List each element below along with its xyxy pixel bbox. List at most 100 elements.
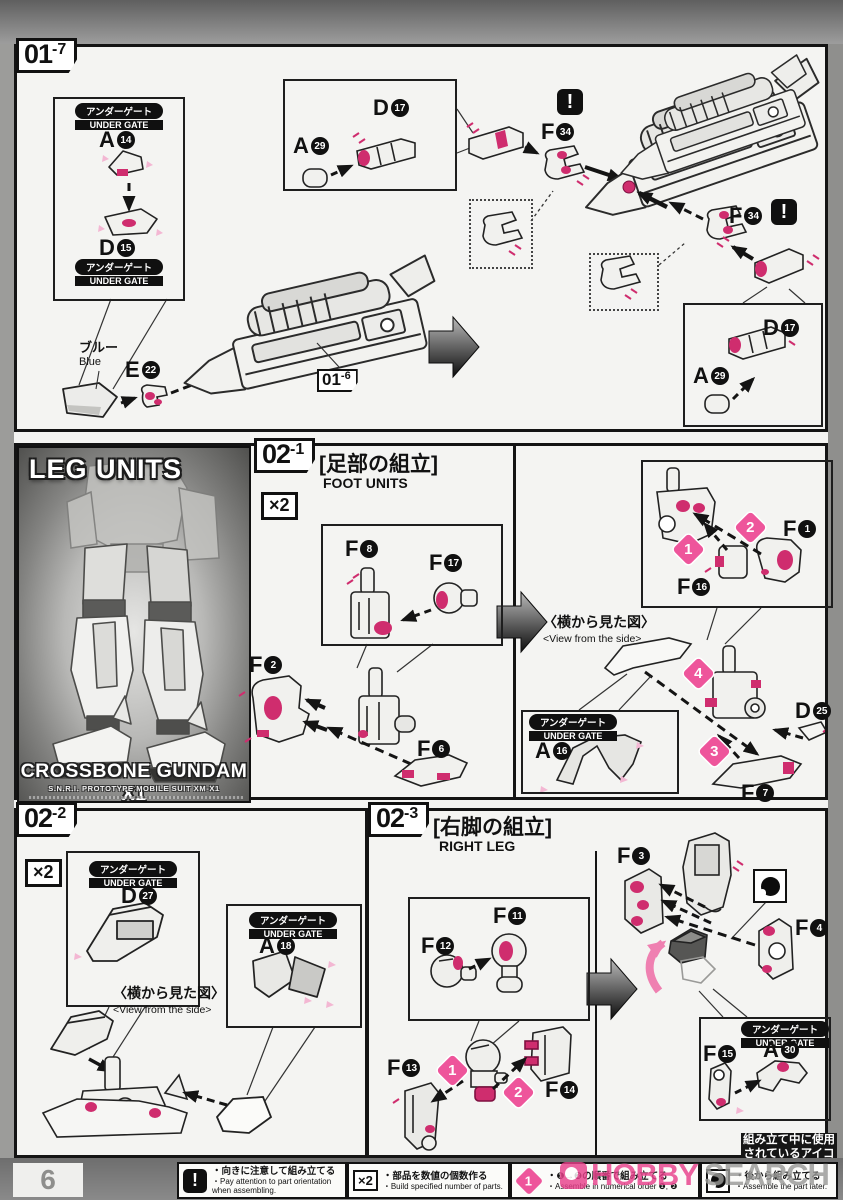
- undergate-label-en: UNDER GATE: [529, 731, 617, 741]
- part-letter: A: [763, 1037, 779, 1062]
- part-callout-f2: F 2: [249, 652, 283, 678]
- part-number: 34: [744, 207, 763, 225]
- undergate-badge: アンダーゲート UNDER GATE: [75, 103, 163, 130]
- part-letter: A: [693, 363, 709, 388]
- part-callout-e22: E 22: [125, 357, 160, 383]
- undergate-label-jp: アンダーゲート: [529, 714, 617, 730]
- legend-text-jp: ・❶→❷の順番で組み立てる: [547, 1170, 668, 1182]
- kit-subtitle: S.N.R.I. PROTOTYPE MOBILE SUIT XM-X1: [48, 784, 220, 793]
- part-callout-d17: D 17: [373, 95, 409, 121]
- part-number: 17: [780, 319, 799, 337]
- callout-box-d27: [66, 851, 200, 1007]
- detail-dotted-box: [469, 199, 533, 269]
- part-letter: E: [125, 357, 140, 382]
- part-letter: D: [121, 883, 137, 908]
- assembly-order-1: 1: [436, 1054, 469, 1087]
- part-callout-d15: D 15: [99, 235, 135, 261]
- legend-text-jp: ・向きに注意して組み立てる: [212, 1166, 336, 1177]
- undergate-label-en: UNDER GATE: [89, 878, 177, 888]
- order-number: 1: [448, 1062, 457, 1079]
- step-label-sub: -3: [404, 805, 419, 822]
- part-letter: F: [703, 1041, 717, 1066]
- part-callout-d25: D 25: [795, 698, 831, 724]
- part-letter: F: [417, 736, 431, 761]
- order-number: 4: [694, 665, 703, 682]
- panel-title: LEG UNITS: [29, 454, 183, 484]
- part-callout-a16: A 16: [535, 738, 571, 764]
- leg-photo: [19, 448, 249, 801]
- step-label-sub: -1: [290, 441, 305, 458]
- callout-box-f8-f17: [321, 524, 503, 646]
- section-step-01-7: アンダーゲート UNDER GATE A 14 D 15 アンダーゲート UND…: [14, 44, 828, 432]
- legend-text-en: when assembling.: [212, 1186, 277, 1195]
- part-callout-f34: F 34: [729, 203, 763, 229]
- legend-text-jp: ・部品を数値の個数作る: [382, 1170, 488, 1182]
- undergate-label-jp: アンダーゲート: [249, 912, 337, 928]
- part-letter: F: [545, 1077, 559, 1102]
- part-callout-a14: A 14: [99, 127, 135, 153]
- part-letter: D: [373, 95, 389, 120]
- legend-text-jp: ・後から組み立てる: [735, 1170, 821, 1182]
- step-label-main: 01: [24, 39, 53, 69]
- assemble-later-icon: [706, 1168, 730, 1193]
- part-number: 15: [718, 1045, 737, 1063]
- step-label-sub: -2: [52, 805, 67, 822]
- part-callout-d27: D 27: [121, 883, 157, 909]
- part-number: 14: [116, 131, 135, 149]
- part-callout-f13: F 13: [387, 1055, 421, 1081]
- legend-text-en: ・Assemble the part later.: [735, 1181, 828, 1191]
- part-letter: F: [421, 933, 435, 958]
- step-label-02-3: 02-3: [368, 802, 430, 837]
- part-number: 3: [632, 847, 651, 865]
- legend-order: 1 ・❶→❷の順番で組み立てる ・Assemble in numerical o…: [510, 1162, 700, 1199]
- step-title-en: RIGHT LEG: [439, 838, 516, 854]
- callout-box-a14-d15: [53, 97, 185, 301]
- part-letter: F: [729, 203, 743, 228]
- color-note-jp: ブルー: [79, 340, 119, 355]
- hobby-search-watermark: HOBBY SEARCH: [560, 1157, 830, 1193]
- part-number: 29: [310, 137, 329, 155]
- part-letter: F: [387, 1055, 401, 1080]
- part-number: 8: [360, 540, 379, 558]
- assembly-order-3: 3: [698, 735, 731, 768]
- callout-box-ankle: [641, 460, 833, 608]
- part-callout-f8: F 8: [345, 536, 379, 562]
- part-letter: A: [293, 133, 309, 158]
- view-note-en: <View from the side>: [543, 633, 642, 645]
- part-letter: F: [795, 915, 809, 940]
- order-number: 3: [710, 743, 719, 760]
- undergate-badge: アンダーゲート UNDER GATE: [249, 912, 337, 939]
- part-number: 14: [560, 1081, 579, 1099]
- part-callout-f7: F 7: [741, 780, 775, 806]
- legend-assemble-later: ・後から組み立てる ・Assemble the part later.: [700, 1162, 838, 1199]
- x2-icon: ×2: [353, 1170, 378, 1191]
- part-letter: F: [677, 574, 691, 599]
- quantity-badge-x2: ×2: [25, 859, 62, 887]
- part-callout-f6: F 6: [417, 736, 451, 762]
- color-note-blue: ブルー Blue: [79, 337, 118, 368]
- order-number: 2: [514, 1084, 523, 1101]
- undergate-badge: アンダーゲート UNDER GATE: [529, 714, 617, 741]
- order-number: 1: [684, 541, 693, 558]
- part-callout-f12: F 12: [421, 933, 455, 959]
- undergate-label-jp: アンダーゲート: [741, 1021, 829, 1037]
- legend-text-en: ・Assemble in numerical order ❶, ❷: [547, 1181, 678, 1191]
- part-number: 6: [432, 740, 451, 758]
- part-callout-f15: F 15: [703, 1041, 737, 1067]
- caution-icon: !: [183, 1168, 207, 1193]
- section-step-02-2: ×2 アンダーゲート UNDER GATE D 27 〈横から見た図〉 <Vie…: [14, 808, 368, 1158]
- part-number: 11: [508, 907, 527, 925]
- part-number: 16: [552, 742, 571, 760]
- detail-dotted-box: [589, 253, 659, 311]
- part-number: 30: [780, 1041, 799, 1059]
- undergate-badge: アンダーゲート UNDER GATE: [75, 259, 163, 286]
- undergate-label-jp: アンダーゲート: [75, 103, 163, 119]
- undergate-label-en: UNDER GATE: [75, 276, 163, 286]
- part-number: 18: [276, 937, 295, 955]
- part-callout-a29: A 29: [693, 363, 729, 389]
- section-leg-units: LEG UNITS CROSSBONE GUNDAM X1 S.N.R.I. P…: [14, 443, 833, 805]
- assemble-later-icon: [753, 869, 787, 903]
- part-number: 4: [810, 919, 829, 937]
- part-number: 17: [444, 554, 463, 572]
